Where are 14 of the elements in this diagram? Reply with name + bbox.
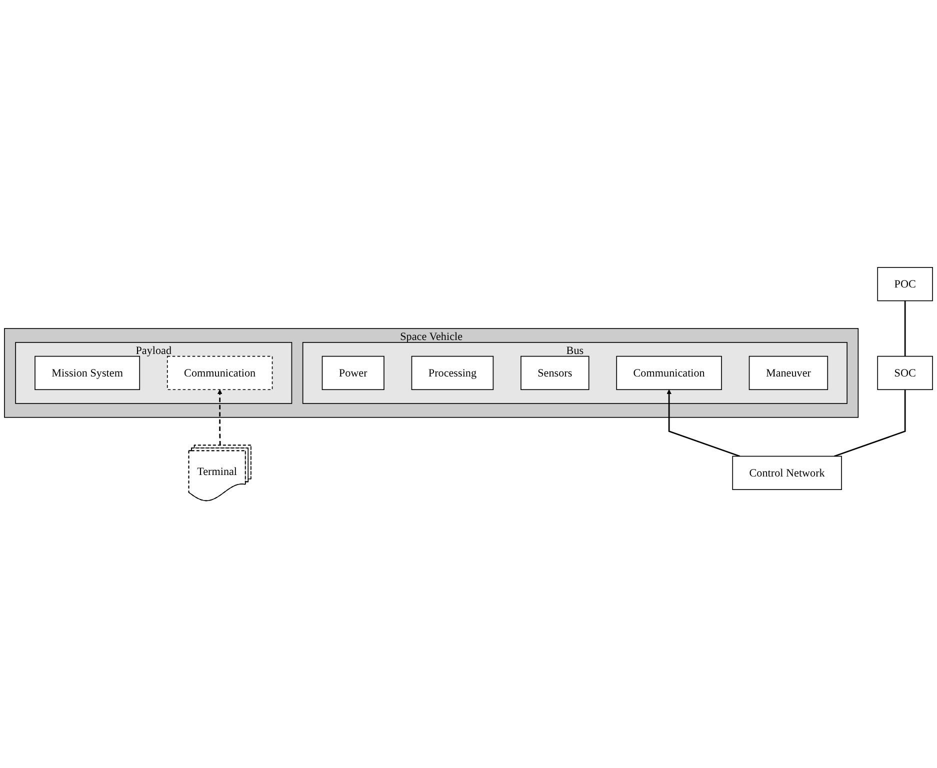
node-box: Sensors: [520, 356, 590, 390]
node-box: Communication: [166, 356, 273, 390]
node-box: Maneuver: [748, 356, 828, 390]
connector: [834, 390, 906, 457]
node-box: Control Network: [732, 456, 842, 490]
node-box: POC: [877, 266, 933, 302]
node-box: Power: [322, 356, 384, 390]
node-box: Processing: [411, 356, 494, 390]
arrow: [666, 389, 740, 457]
arrow: [217, 389, 222, 446]
node-box: Mission System: [34, 356, 140, 390]
node-box: SOC: [877, 356, 933, 390]
node-box: Communication: [616, 356, 722, 390]
connector: [904, 300, 906, 356]
